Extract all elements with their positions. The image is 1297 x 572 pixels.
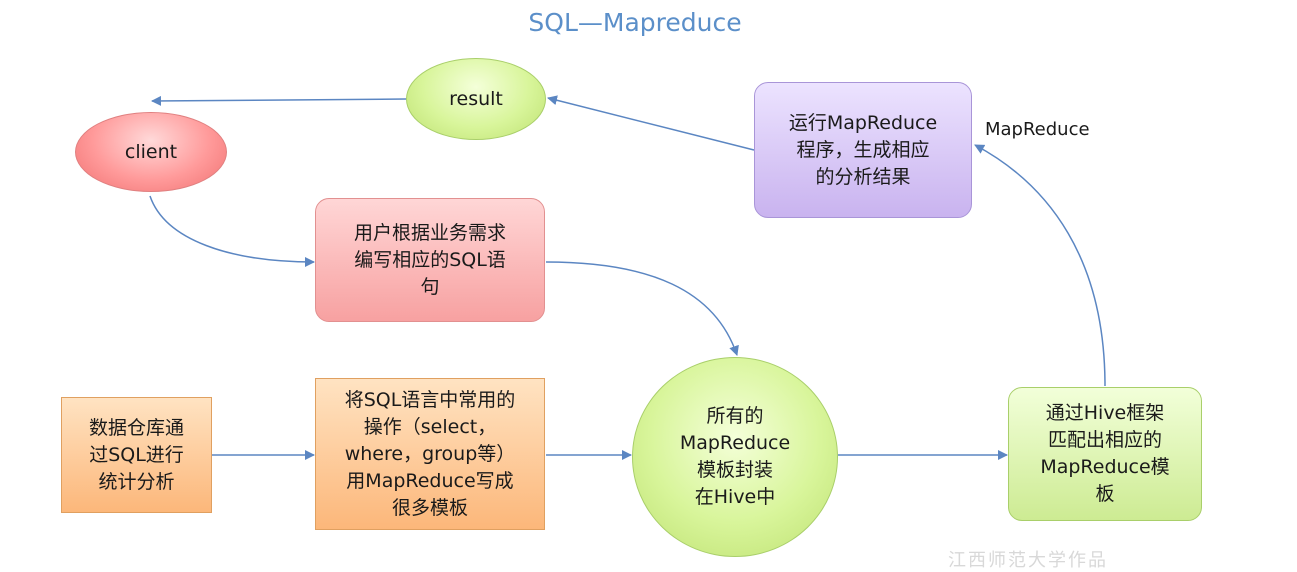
edge-label-mapreduce: MapReduce — [985, 119, 1090, 140]
node-hive-match-label: 通过Hive框架 匹配出相应的 MapReduce模 板 — [1040, 402, 1170, 505]
node-result-label: result — [449, 87, 503, 110]
diagram-title: SQL—Mapreduce — [528, 8, 742, 37]
arrow-write-sql-to-hive-templates — [545, 261, 739, 356]
node-client-label: client — [124, 140, 178, 163]
node-sql-templates-label: 将SQL语言中常用的 操作（select， where，group等） 用Map… — [344, 388, 516, 519]
arrow-match-to-run-mr — [974, 144, 1106, 387]
node-hive-templates-label: 所有的 MapReduce 模板封装 在Hive中 — [679, 405, 791, 508]
node-sql-templates: 将SQL语言中常用的 操作（select， where，group等） 用Map… — [315, 378, 545, 530]
arrow-client-to-write-sql — [149, 195, 315, 267]
node-run-mapreduce-label: 运行MapReduce 程序，生成相应 的分析结果 — [788, 111, 938, 188]
node-result: result — [406, 58, 546, 140]
node-write-sql-label: 用户根据业务需求 编写相应的SQL语 句 — [353, 221, 506, 298]
node-hive-templates: 所有的 MapReduce 模板封装 在Hive中 — [632, 357, 838, 557]
watermark-text: 江西师范大学作品 — [948, 550, 1108, 571]
node-write-sql: 用户根据业务需求 编写相应的SQL语 句 — [315, 198, 545, 322]
arrow-run-mr-to-result — [547, 95, 755, 151]
node-data-warehouse-label: 数据仓库通 过SQL进行 统计分析 — [88, 416, 184, 493]
node-client: client — [75, 112, 227, 192]
node-run-mapreduce: 运行MapReduce 程序，生成相应 的分析结果 — [754, 82, 972, 218]
node-hive-match: 通过Hive框架 匹配出相应的 MapReduce模 板 — [1008, 387, 1202, 521]
node-data-warehouse: 数据仓库通 过SQL进行 统计分析 — [61, 397, 212, 513]
arrow-result-to-client — [151, 95, 407, 106]
